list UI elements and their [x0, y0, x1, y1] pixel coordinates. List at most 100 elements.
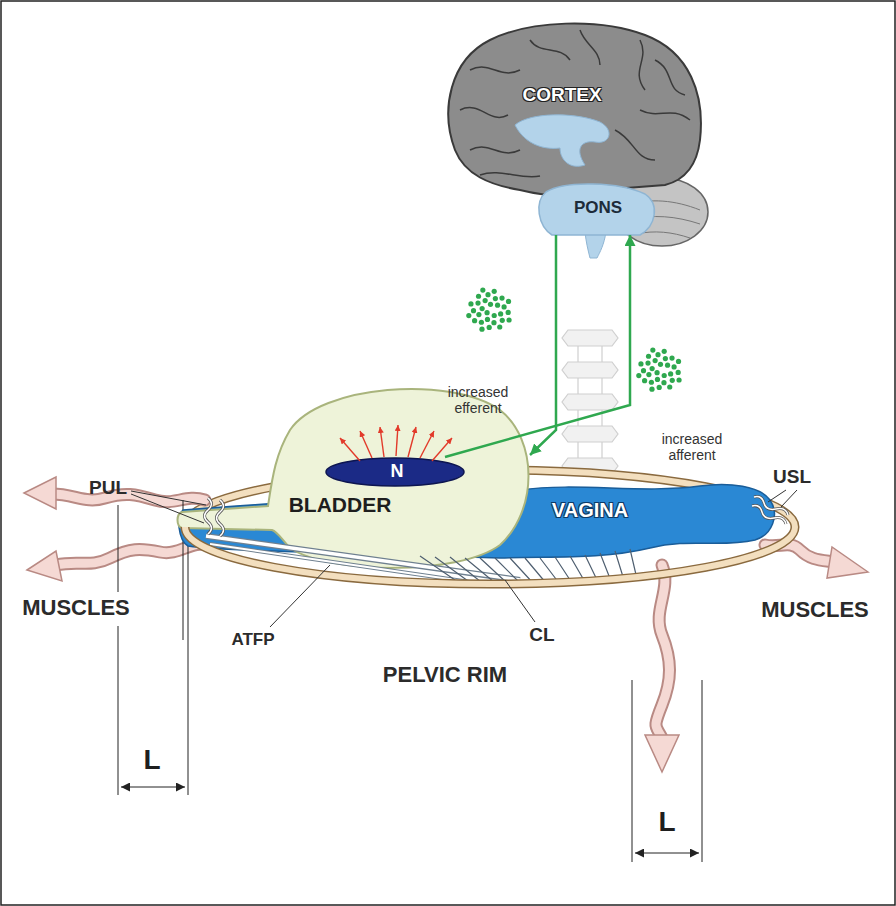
signal-dot	[676, 370, 681, 375]
text-holder: BLADDER	[289, 493, 392, 516]
signal-dot	[466, 313, 471, 318]
muscle-arrows	[52, 494, 205, 502]
signal-dot	[663, 356, 668, 361]
pathway-label: increased afferent	[646, 431, 738, 463]
leader-lines	[505, 580, 535, 622]
signal-dot	[493, 296, 498, 301]
muscle-label: MUSCLES	[22, 596, 130, 620]
signal-dot	[499, 295, 504, 300]
text-holder: L	[143, 745, 160, 776]
signal-dot	[653, 358, 658, 363]
atfp-ligament	[210, 544, 470, 582]
muscle-arrows	[52, 494, 205, 502]
usl-ligament	[752, 506, 786, 524]
signal-dot	[668, 371, 673, 376]
dimension-lines	[118, 500, 188, 795]
muscle-arrows	[656, 565, 670, 738]
signal-dot	[655, 352, 660, 357]
stretch-receptor-arrows	[380, 427, 384, 457]
pul-ligament	[205, 498, 224, 536]
text-holder: MUSCLES	[22, 596, 130, 620]
stretch-receptor-arrows	[408, 427, 416, 457]
muscle-arrows	[645, 735, 679, 772]
stretch-receptor-arrows	[432, 438, 452, 461]
signal-dot	[661, 380, 666, 385]
pul-ligament	[217, 500, 224, 536]
text-holder: MUSCLES	[761, 598, 869, 622]
cl-ligament	[420, 549, 637, 583]
muscle-arrows	[56, 544, 210, 565]
signal-dot	[497, 324, 502, 329]
signal-dot	[638, 361, 643, 366]
spine	[562, 458, 618, 474]
signal-dot	[654, 370, 659, 375]
text-holder: increased afferent	[646, 431, 738, 463]
usl-ligament	[752, 506, 786, 524]
muscle-label: MUSCLES	[761, 598, 869, 622]
signal-dot	[487, 325, 492, 330]
ligament-label: CL	[529, 625, 554, 646]
signal-dot	[671, 364, 676, 369]
organ-label: BLADDER	[289, 493, 392, 516]
usl-ligament	[754, 497, 788, 515]
signal-dot	[662, 373, 667, 378]
pelvic-rim-front	[185, 527, 795, 584]
signal-dot	[501, 304, 506, 309]
signal-dot	[498, 311, 503, 316]
signal-dot	[650, 347, 655, 352]
signal-dot	[669, 355, 674, 360]
signal-dot	[492, 313, 497, 318]
signal-dot	[636, 373, 641, 378]
stretch-receptor-arrows	[340, 438, 360, 461]
signal-dot	[665, 363, 670, 368]
pul-ligament	[205, 498, 212, 534]
signal-dot	[484, 310, 489, 315]
signal-dot	[676, 377, 681, 382]
organ-label: PONS	[574, 199, 622, 218]
signal-dot	[646, 354, 651, 359]
brain-outline	[515, 115, 609, 166]
signal-dot	[641, 368, 646, 373]
signal-dot	[483, 298, 488, 303]
signal-dot	[506, 317, 511, 322]
atfp-ligament	[206, 536, 520, 580]
dimension-label: L	[143, 745, 160, 776]
brain-outline	[460, 30, 690, 177]
signal-dot	[485, 292, 490, 297]
signal-dot	[657, 385, 662, 390]
atfp-ligament	[210, 544, 470, 582]
spine	[562, 426, 618, 442]
muscle-arrows	[656, 565, 670, 738]
ligament-label: PUL	[89, 478, 127, 499]
brain-outline	[448, 24, 701, 196]
signal-dot	[658, 362, 663, 367]
signal-dot	[479, 320, 484, 325]
signal-dot	[488, 302, 493, 307]
pons-region: PONS	[540, 180, 660, 235]
signal-dot	[468, 301, 473, 306]
nerve-pathway	[445, 235, 630, 457]
muscle-arrows	[24, 477, 56, 509]
signal-dot	[645, 360, 650, 365]
signal-dot	[471, 308, 476, 313]
leader-lines	[768, 490, 797, 507]
brain-outline	[585, 232, 606, 258]
text-holder: PELVIC RIM	[383, 663, 507, 687]
spine	[562, 330, 618, 346]
text-holder: CORTEX	[522, 85, 601, 106]
text-holder: VAGINA	[552, 499, 628, 521]
text-holder: N	[391, 462, 404, 482]
spine	[562, 362, 618, 378]
muscle-arrows	[765, 545, 834, 562]
pelvic-rim-front	[185, 527, 795, 584]
pathway-label: increased efferent	[432, 384, 524, 416]
usl-ligament	[752, 497, 788, 524]
muscle-arrows	[56, 544, 210, 565]
signal-dot	[475, 300, 480, 305]
signal-dots	[466, 287, 681, 391]
text-holder: PUL	[89, 478, 127, 499]
pul-ligament	[205, 498, 212, 534]
